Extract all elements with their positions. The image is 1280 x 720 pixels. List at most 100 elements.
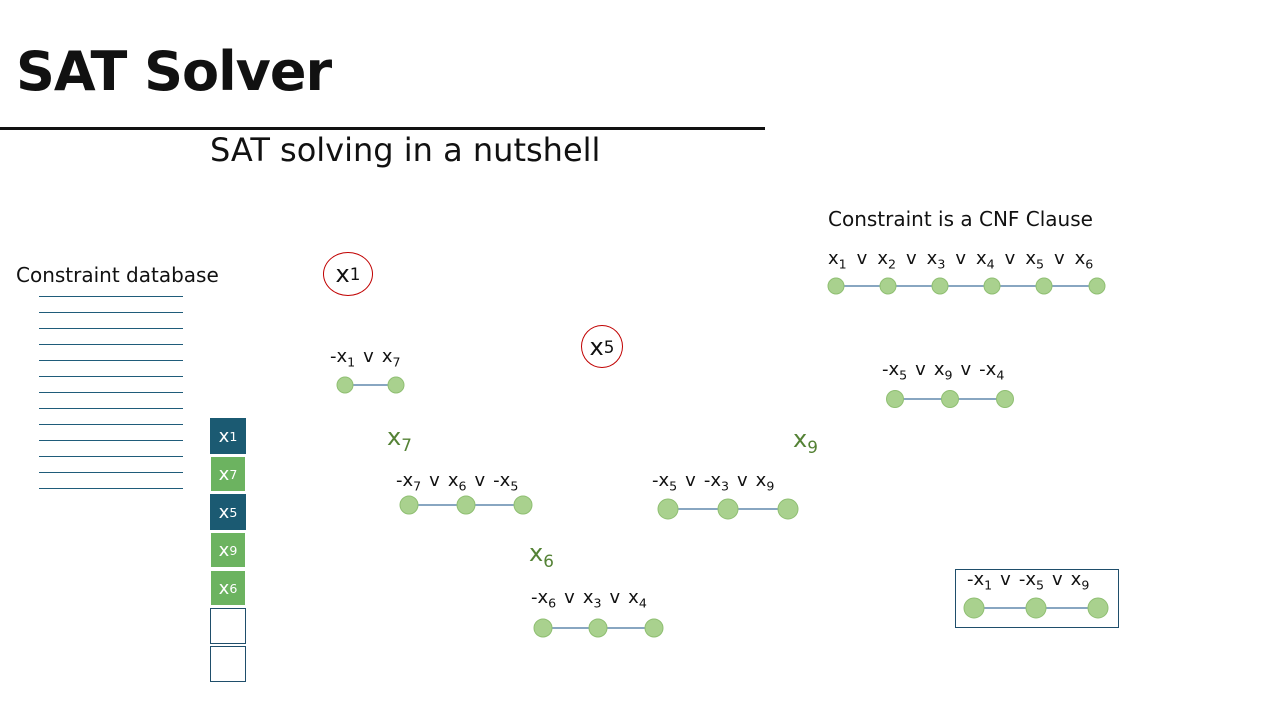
clause-literal-node xyxy=(644,618,664,638)
literal-var: -x xyxy=(703,470,721,491)
literal-sub: 5 xyxy=(1035,577,1044,593)
trail-stack-sub: 5 xyxy=(229,504,238,520)
literal-sub: 9 xyxy=(1081,577,1090,593)
literal-var: x xyxy=(755,470,767,491)
or-operator: v xyxy=(1053,248,1065,269)
clause-literal-node xyxy=(533,618,553,638)
title-divider xyxy=(0,127,765,130)
literal-var: x xyxy=(1025,248,1036,269)
trail-stack-var: x xyxy=(218,501,230,523)
trail-stack-sub: 6 xyxy=(229,580,238,596)
or-operator: v xyxy=(1000,569,1011,590)
constraint-database-line xyxy=(39,344,183,345)
constraint-database-line xyxy=(39,456,183,457)
clause-literal-node xyxy=(1025,597,1047,619)
literal-var: x xyxy=(877,248,888,269)
literal-var: -x xyxy=(979,359,997,380)
literal-var: x xyxy=(933,359,945,380)
clause-literal-node xyxy=(387,376,405,394)
decision-x5-sub: 5 xyxy=(603,336,615,357)
or-operator: v xyxy=(955,248,966,269)
trail-stack-var: x xyxy=(218,539,230,561)
constraint-database-line xyxy=(39,312,183,313)
clause-literal-node xyxy=(963,597,985,619)
literal-sub: 1 xyxy=(984,577,993,593)
literal-sub: 7 xyxy=(413,478,422,494)
or-operator: v xyxy=(609,587,621,608)
trail-stack-var: x xyxy=(218,463,230,485)
literal-var: x xyxy=(1070,569,1082,590)
clause-literal-node xyxy=(717,498,739,520)
or-operator: v xyxy=(429,470,440,491)
literal-sub: 1 xyxy=(838,256,847,272)
literal-sub: 3 xyxy=(937,256,946,272)
literal-sub: 4 xyxy=(996,367,1005,383)
literal-sub: 9 xyxy=(766,478,775,494)
constraint-database-line xyxy=(39,376,183,377)
trail-stack-var: x xyxy=(218,577,230,599)
constraint-database-line xyxy=(39,360,183,361)
literal-var: -x xyxy=(967,569,985,590)
literal-sub: 6 xyxy=(458,478,467,494)
constraint-database-line xyxy=(39,424,183,425)
clause-literal-node xyxy=(456,495,476,515)
literal-var: x xyxy=(628,587,639,608)
literal-sub: 1 xyxy=(347,354,356,370)
clause-literal-node xyxy=(1087,597,1109,619)
trail-stack-cell xyxy=(210,646,246,682)
literal-var: x xyxy=(381,346,393,367)
constraint-database-line xyxy=(39,296,183,297)
constraint-database-line xyxy=(39,472,183,473)
literal-var: -x xyxy=(330,346,348,367)
literal-var: -x xyxy=(882,359,900,380)
decision-x1-sub: 1 xyxy=(349,264,361,284)
literal-sub: 5 xyxy=(510,478,519,494)
literal-var: x xyxy=(828,248,839,269)
literal-sub: 3 xyxy=(720,478,729,494)
literal-sub: 3 xyxy=(593,595,602,611)
clause-literal-node xyxy=(399,495,419,515)
trail-stack-sub: 9 xyxy=(229,542,238,558)
clause-literal-node xyxy=(513,495,533,515)
literal-var: -x xyxy=(1018,569,1036,590)
implied-x7: x7 xyxy=(387,423,412,455)
implied-x9: x9 xyxy=(793,425,818,457)
literal-sub: 5 xyxy=(899,367,908,383)
implied-x7-sub: 7 xyxy=(401,434,412,455)
or-operator: v xyxy=(960,359,972,380)
literal-sub: 5 xyxy=(1035,256,1044,272)
clause-literal-node xyxy=(879,277,897,295)
or-operator: v xyxy=(737,470,748,491)
implied-x6-sub: 6 xyxy=(543,550,554,571)
clause-literal-node xyxy=(983,277,1001,295)
clause-literal-node xyxy=(777,498,799,520)
or-operator: v xyxy=(474,470,486,491)
cnf-clause-label: Constraint is a CNF Clause xyxy=(828,207,1093,231)
clause-literal-node xyxy=(1088,277,1106,295)
literal-sub: 7 xyxy=(392,354,401,370)
literal-var: x xyxy=(975,248,987,269)
constraint-database-line xyxy=(39,440,183,441)
clause-literal-node xyxy=(657,498,679,520)
clause-literal-node xyxy=(336,376,354,394)
literal-sub: 6 xyxy=(1085,256,1094,272)
literal-var: x xyxy=(582,587,594,608)
literal-var: -x xyxy=(493,470,511,491)
or-operator: v xyxy=(1004,248,1016,269)
literal-var: x xyxy=(447,470,459,491)
or-operator: v xyxy=(1052,569,1063,590)
literal-var: x xyxy=(1074,248,1086,269)
slide-subtitle: SAT solving in a nutshell xyxy=(210,131,601,169)
literal-sub: 4 xyxy=(986,256,995,272)
